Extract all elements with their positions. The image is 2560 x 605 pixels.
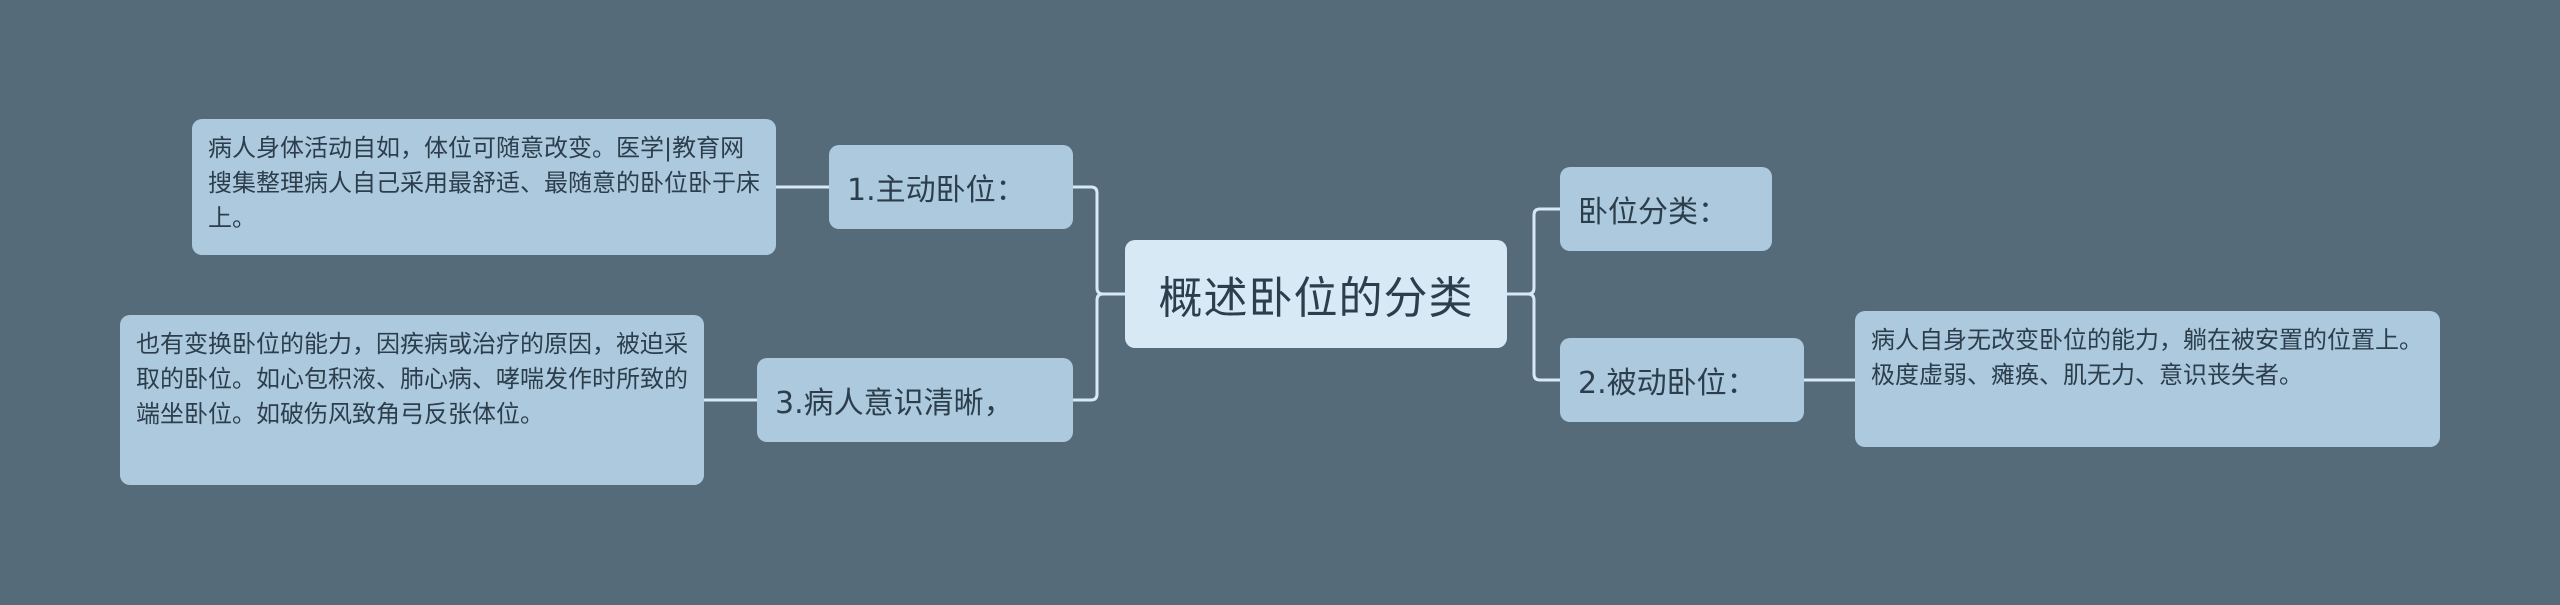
branch-node-position-categories[interactable]: 卧位分类： (1560, 167, 1772, 251)
leaf-node-text: 病人身体活动自如，体位可随意改变。医学|教育网搜集整理病人自己采用最舒适、最随意… (208, 134, 760, 232)
root-node-label: 概述卧位的分类 (1158, 273, 1474, 324)
connector-root-to-passive (1505, 292, 1562, 382)
branch-node-label: 卧位分类： (1578, 195, 1728, 230)
branch-node-label: 2.被动卧位： (1578, 366, 1757, 401)
leaf-node-text: 也有变换卧位的能力，因疾病或治疗的原因，被迫采取的卧位。如心包积液、肺心病、哮喘… (136, 330, 688, 428)
leaf-node-text: 病人自身无改变卧位的能力，躺在被安置的位置上。极度虚弱、瘫痪、肌无力、意识丧失者… (1871, 326, 2423, 389)
branch-node-conscious-patient[interactable]: 3.病人意识清晰， (757, 358, 1073, 442)
branch-node-active-position[interactable]: 1.主动卧位： (829, 145, 1073, 229)
connector-root-to-active (1071, 185, 1127, 296)
connector-root-to-conscious (1071, 292, 1127, 402)
branch-node-label: 3.病人意识清晰， (775, 386, 1014, 421)
connector-root-to-category (1505, 207, 1562, 296)
branch-node-label: 1.主动卧位： (847, 173, 1026, 208)
leaf-node-passive-position[interactable]: 病人自身无改变卧位的能力，躺在被安置的位置上。极度虚弱、瘫痪、肌无力、意识丧失者… (1855, 311, 2440, 447)
root-node[interactable]: 概述卧位的分类 (1125, 240, 1507, 348)
leaf-node-active-position[interactable]: 病人身体活动自如，体位可随意改变。医学|教育网搜集整理病人自己采用最舒适、最随意… (192, 119, 776, 255)
branch-node-passive-position[interactable]: 2.被动卧位： (1560, 338, 1804, 422)
leaf-node-conscious-patient[interactable]: 也有变换卧位的能力，因疾病或治疗的原因，被迫采取的卧位。如心包积液、肺心病、哮喘… (120, 315, 704, 485)
